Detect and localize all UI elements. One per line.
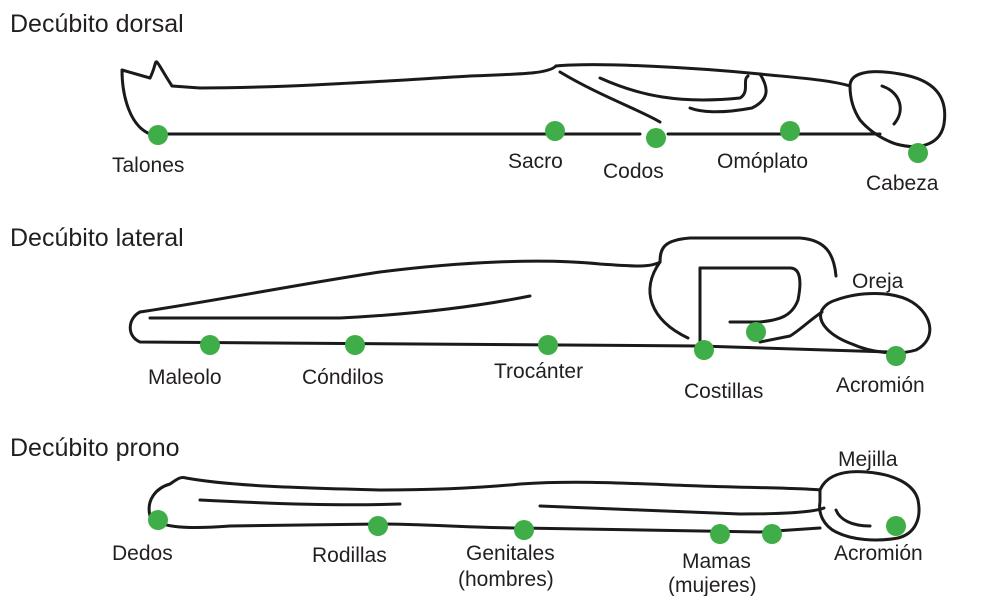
figure-prone: [149, 472, 919, 540]
figure-supine: [122, 62, 945, 147]
point-trocanter: [538, 335, 558, 355]
point-dedos: [148, 510, 168, 530]
label-rodillas: Rodillas: [312, 544, 387, 567]
label-codos: Codos: [603, 160, 664, 183]
point-genitales: [514, 520, 534, 540]
point-omoplato: [780, 121, 800, 141]
label-genitales-sub: (hombres): [458, 568, 554, 591]
point-acromion-prono: [886, 516, 906, 536]
point-costillas-2: [746, 322, 766, 342]
point-cabeza: [908, 143, 928, 163]
point-rodillas: [368, 516, 388, 536]
point-acromion-lateral: [886, 346, 906, 366]
point-costillas-1: [694, 340, 714, 360]
section-title-dorsal: Decúbito dorsal: [10, 10, 184, 38]
point-talones: [148, 125, 168, 145]
label-mejilla: Mejilla: [838, 448, 898, 471]
label-genitales: Genitales: [466, 542, 555, 565]
label-mamas-sub: (mujeres): [668, 574, 757, 596]
label-acromion-prono: Acromión: [834, 542, 923, 565]
section-title-prono: Decúbito prono: [10, 434, 180, 462]
label-oreja: Oreja: [852, 270, 904, 293]
point-maleolo: [200, 335, 220, 355]
label-trocanter: Trocánter: [494, 360, 583, 383]
label-cabeza: Cabeza: [866, 172, 939, 195]
label-omoplato: Omóplato: [717, 150, 808, 173]
point-condilos: [345, 335, 365, 355]
label-condilos: Cóndilos: [302, 366, 384, 389]
label-maleolo: Maleolo: [148, 366, 222, 389]
point-sacro: [545, 121, 565, 141]
label-acromion-lateral: Acromión: [836, 374, 925, 397]
label-dedos: Dedos: [112, 542, 173, 565]
point-mamas-2: [762, 524, 782, 544]
label-costillas: Costillas: [684, 380, 763, 403]
section-title-lateral: Decúbito lateral: [10, 224, 184, 252]
figure-side-lying: [130, 238, 930, 353]
label-talones: Talones: [112, 154, 184, 177]
point-codos: [646, 128, 666, 148]
point-mamas-1: [710, 524, 730, 544]
label-mamas: Mamas: [682, 550, 751, 573]
label-sacro: Sacro: [508, 150, 563, 173]
